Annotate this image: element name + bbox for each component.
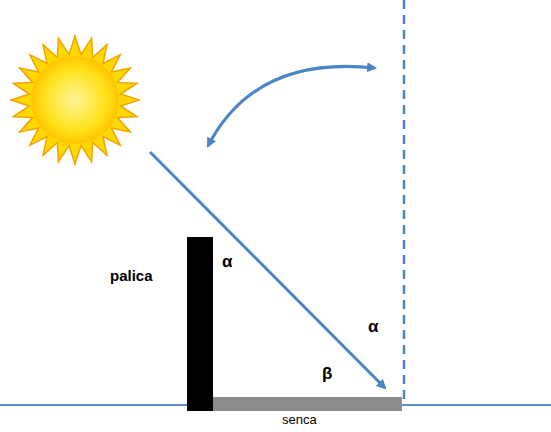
sun-disc (31, 56, 119, 144)
stick-label: palica (110, 268, 153, 285)
angle-symbol: α (368, 318, 378, 337)
stick (187, 237, 213, 411)
shadow-bar (213, 397, 402, 411)
angle-symbol: β (322, 365, 332, 384)
shadow-label: senca (282, 413, 317, 427)
sun-ray-arrow (150, 152, 385, 388)
angle-arc-arrow (208, 66, 375, 146)
sun-rays (11, 36, 139, 164)
angle-symbol: α (222, 253, 232, 272)
vertical-dashed-line (403, 0, 406, 404)
